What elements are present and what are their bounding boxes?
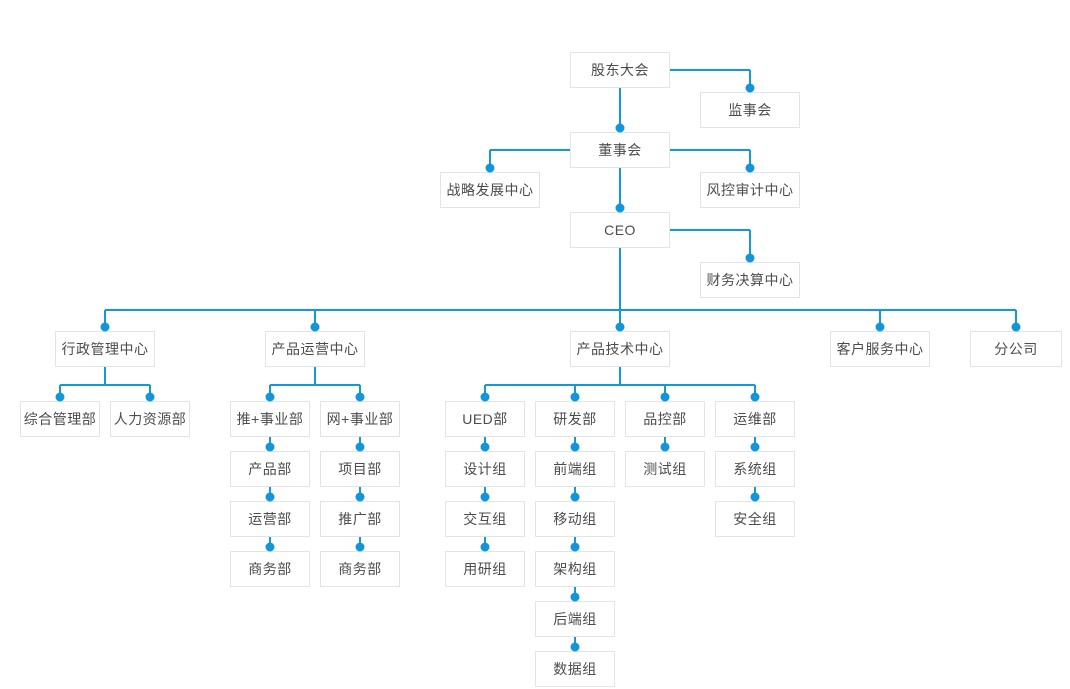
- org-node-hr: 人力资源部: [110, 401, 190, 437]
- org-node-supervisory: 监事会: [700, 92, 800, 128]
- org-node-design-group: 设计组: [445, 451, 525, 487]
- org-node-shareholders: 股东大会: [570, 52, 670, 88]
- org-node-wang-division: 网+事业部: [320, 401, 400, 437]
- org-node-operation-dept: 运营部: [230, 501, 310, 537]
- org-node-testing-group: 测试组: [625, 451, 705, 487]
- org-node-security-group: 安全组: [715, 501, 795, 537]
- org-node-ops-center: 产品运营中心: [265, 331, 365, 367]
- org-node-system-group: 系统组: [715, 451, 795, 487]
- org-node-data-group: 数据组: [535, 651, 615, 687]
- org-node-promotion-dept: 推广部: [320, 501, 400, 537]
- org-node-qc-dept: 品控部: [625, 401, 705, 437]
- org-node-admin-center: 行政管理中心: [55, 331, 155, 367]
- org-node-rd-dept: 研发部: [535, 401, 615, 437]
- org-node-strategy: 战略发展中心: [440, 172, 540, 208]
- org-node-arch-group: 架构组: [535, 551, 615, 587]
- org-node-backend-group: 后端组: [535, 601, 615, 637]
- org-node-mobile-group: 移动组: [535, 501, 615, 537]
- org-node-board: 董事会: [570, 132, 670, 168]
- org-node-frontend-group: 前端组: [535, 451, 615, 487]
- org-node-business-dept-2: 商务部: [320, 551, 400, 587]
- org-node-tui-division: 推+事业部: [230, 401, 310, 437]
- org-node-risk-audit: 风控审计中心: [700, 172, 800, 208]
- org-node-ceo: CEO: [570, 212, 670, 248]
- org-node-ued-dept: UED部: [445, 401, 525, 437]
- org-node-branch: 分公司: [970, 331, 1062, 367]
- org-node-interaction-group: 交互组: [445, 501, 525, 537]
- org-node-service-center: 客户服务中心: [830, 331, 930, 367]
- org-node-tech-center: 产品技术中心: [570, 331, 670, 367]
- org-node-business-dept-1: 商务部: [230, 551, 310, 587]
- org-node-general-admin: 综合管理部: [20, 401, 100, 437]
- org-node-finance: 财务决算中心: [700, 262, 800, 298]
- org-node-om-dept: 运维部: [715, 401, 795, 437]
- org-node-project-dept: 项目部: [320, 451, 400, 487]
- org-node-research-group: 用研组: [445, 551, 525, 587]
- org-node-product-dept: 产品部: [230, 451, 310, 487]
